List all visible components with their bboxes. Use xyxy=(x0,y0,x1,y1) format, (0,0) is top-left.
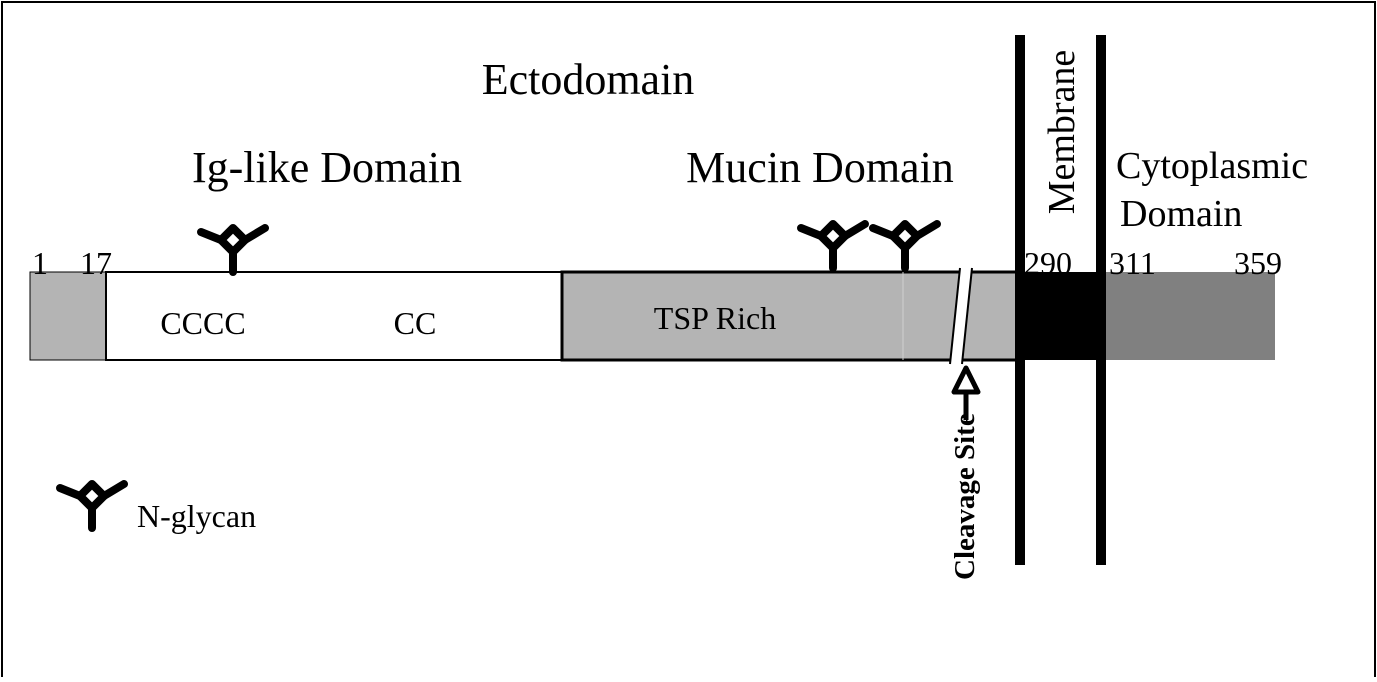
residue-start-label: 1 xyxy=(32,245,48,281)
signal-peptide-segment xyxy=(29,271,107,361)
cc-label: CC xyxy=(394,305,437,341)
n-glycan-icon xyxy=(60,484,124,528)
cleavage-site-label: Cleavage Site xyxy=(949,413,981,580)
mucin-domain-segment xyxy=(560,270,1020,362)
residue-tm-end-label: 311 xyxy=(1109,245,1156,281)
n-glycan-icon xyxy=(201,228,265,272)
cytoplasmic-label-line1: Cytoplasmic xyxy=(1116,145,1308,187)
n-glycan-icon xyxy=(873,224,937,268)
ig-domain-label: Ig-like Domain xyxy=(192,143,462,192)
residue-c-term-label: 359 xyxy=(1234,245,1282,281)
cleavage-break xyxy=(950,268,972,364)
legend-nglycan-label: N-glycan xyxy=(137,498,256,534)
cccc-label: CCCC xyxy=(160,305,245,341)
ectodomain-label: Ectodomain xyxy=(482,55,695,104)
membrane-label: Membrane xyxy=(1041,50,1083,215)
transmembrane-segment xyxy=(1018,272,1106,360)
up-arrow-icon xyxy=(951,365,981,420)
residue-tm-start-label: 290 xyxy=(1024,245,1072,281)
n-glycan-icon xyxy=(801,224,865,268)
residue-ig-start-label: 17 xyxy=(80,245,112,281)
cytoplasmic-segment xyxy=(1106,272,1275,360)
cleavage-break-edge-right xyxy=(961,267,973,365)
cleavage-break-edge-left xyxy=(949,267,961,365)
cytoplasmic-label-line2: Domain xyxy=(1120,193,1242,235)
mucin-domain-label: Mucin Domain xyxy=(686,143,954,192)
tsp-rich-label: TSP Rich xyxy=(654,300,776,336)
